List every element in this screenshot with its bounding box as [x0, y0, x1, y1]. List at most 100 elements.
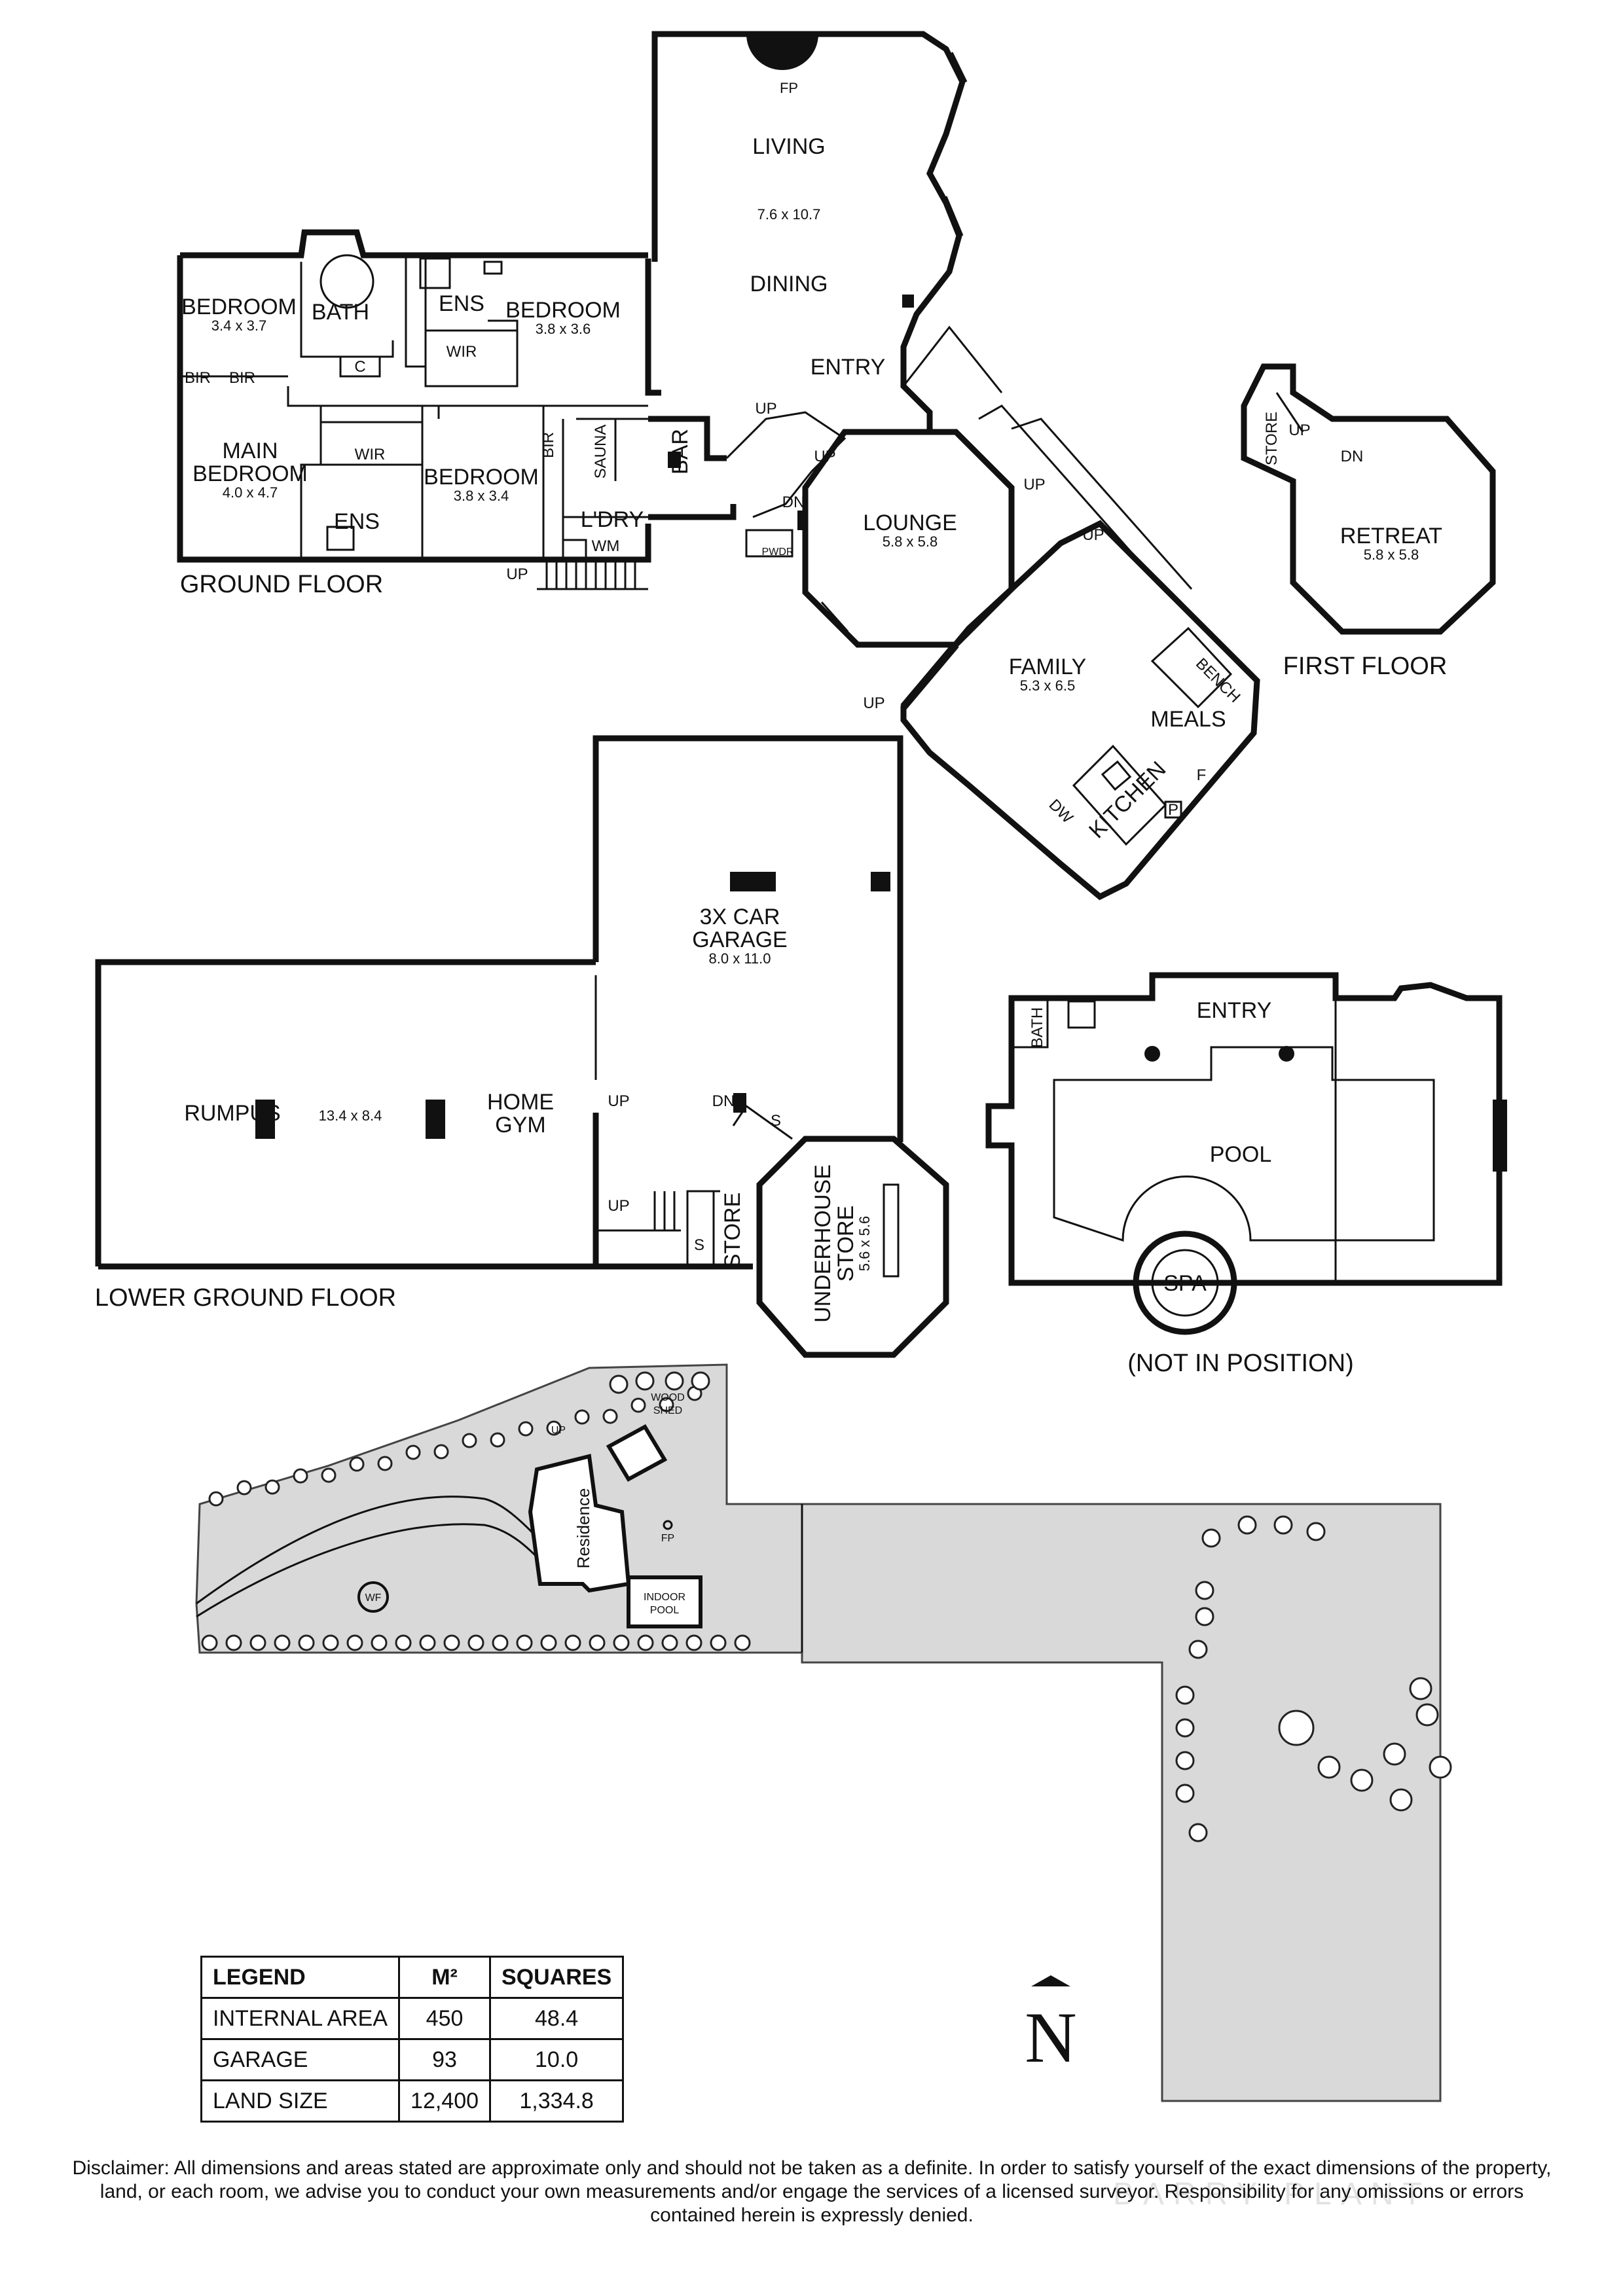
bedroom2-dim: 3.8 x 3.6 [536, 321, 591, 337]
tree-icon [609, 1374, 629, 1394]
tree-icon [546, 1420, 562, 1436]
lounge-dim: 5.8 x 5.8 [883, 533, 938, 550]
tree-icon [1195, 1607, 1214, 1626]
bedroom3-label: BEDROOM [424, 465, 539, 490]
tree-icon [1429, 1755, 1452, 1779]
legend-row-squares: 48.4 [489, 1997, 625, 2040]
living-label: LIVING [752, 134, 825, 159]
legend-row-squares: 10.0 [489, 2038, 625, 2081]
bir2-label: BIR [229, 369, 255, 387]
ground-floor-labels: FP LIVING 7.6 x 10.7 DINING ENTRY BEDROO… [180, 80, 1244, 843]
main-bedroom-label-a: MAIN [223, 439, 278, 463]
up-label-6: UP [863, 694, 884, 712]
tree-icon [1317, 1755, 1341, 1779]
brand-watermark: BARRY PLANT [1113, 2177, 1431, 2212]
legend-row-label: INTERNAL AREA [200, 1997, 401, 2040]
bir3-label: BIR [539, 432, 557, 458]
tree-icon [1175, 1751, 1195, 1770]
tree-icon [1175, 1685, 1195, 1705]
home-gym-label-b: GYM [495, 1113, 545, 1138]
site-up-label: UP [551, 1425, 566, 1436]
site-trees [201, 1371, 1452, 1842]
sauna-label: SAUNA [592, 425, 610, 479]
tree-icon [201, 1634, 218, 1651]
bedroom3-dim: 3.8 x 3.4 [454, 488, 509, 504]
dn-label-2: DN [1341, 448, 1364, 465]
tree-icon [274, 1634, 291, 1651]
lower-ground-floor-plan: RUMPUS 13.4 x 8.4 HOME GYM 3X CAR GARAGE… [95, 735, 949, 1358]
pool-label: POOL [1210, 1142, 1271, 1167]
site-plan: WOOD SHED UP Residence FP WF INDOOR POOL [195, 1363, 1452, 2102]
family-dim: 5.3 x 6.5 [1020, 677, 1075, 694]
dw-label: DW [1046, 796, 1077, 827]
s-label-2: S [771, 1112, 781, 1130]
s-label-1: S [694, 1236, 704, 1254]
tree-icon [264, 1479, 280, 1495]
tree-icon [574, 1409, 590, 1425]
pool-entry-label: ENTRY [1197, 998, 1272, 1023]
tree-icon [1201, 1528, 1221, 1548]
tree-icon [1383, 1742, 1406, 1766]
bedroom2-label: BEDROOM [505, 298, 621, 323]
tree-icon [419, 1634, 436, 1651]
tree-icon [691, 1371, 710, 1391]
dining-label: DINING [750, 272, 828, 296]
tree-icon [298, 1634, 315, 1651]
tree-icon [1175, 1718, 1195, 1738]
up-label-8: UP [608, 1092, 629, 1110]
up-label-7: UP [1288, 422, 1310, 439]
meals-label: MEALS [1150, 707, 1226, 732]
tree-icon [1237, 1515, 1257, 1535]
c-label: C [354, 358, 365, 376]
tree-icon [630, 1397, 646, 1413]
tree-icon [1415, 1703, 1439, 1727]
wood-shed-label-b: SHED [653, 1405, 682, 1416]
pool-plan: ENTRY BATH POOL SPA (NOT IN POSITION) [985, 972, 1507, 1377]
legend-row-m2: 12,400 [398, 2079, 492, 2123]
tree-icon [467, 1634, 484, 1651]
tree-icon [540, 1634, 557, 1651]
ens1-label: ENS [439, 291, 484, 316]
legend-header-row: LEGEND M² SQUARES [200, 1956, 625, 1999]
tree-icon [293, 1468, 308, 1484]
legend-row-m2: 450 [398, 1997, 492, 2040]
first-floor-title: FIRST FLOOR [1283, 653, 1448, 680]
store-label-1: STORE [1263, 412, 1281, 465]
tree-icon [518, 1421, 534, 1437]
legend-row-label: GARAGE [200, 2038, 401, 2081]
up-label-2: UP [755, 400, 776, 418]
rumpus-label: RUMPUS [184, 1101, 280, 1126]
tree-icon [1278, 1710, 1315, 1746]
fireplace [746, 34, 818, 70]
tree-icon [346, 1634, 363, 1651]
legend-header-m2: M² [398, 1956, 492, 1999]
dn-label-3: DN [712, 1092, 735, 1110]
tree-icon [613, 1634, 630, 1651]
ldry-label: L'DRY [581, 507, 644, 532]
rumpus-dim: 13.4 x 8.4 [319, 1107, 382, 1124]
tree-icon [1409, 1677, 1432, 1700]
legend-row: INTERNAL AREA 450 48.4 [200, 1997, 625, 2040]
retreat-dim: 5.8 x 5.8 [1364, 547, 1419, 563]
north-arrow-icon: N [1012, 1964, 1090, 2077]
legend-row: LAND SIZE 12,400 1,334.8 [200, 2079, 625, 2123]
tree-icon [1273, 1515, 1293, 1535]
tree-icon [1175, 1784, 1195, 1803]
wir1-label: WIR [447, 343, 477, 361]
wf-label: WF [365, 1592, 382, 1604]
lounge-label: LOUNGE [863, 511, 957, 535]
legend-row-squares: 1,334.8 [489, 2079, 625, 2123]
pool-note: (NOT IN POSITION) [1127, 1350, 1354, 1377]
up-label-1: UP [506, 565, 528, 583]
bir1-label: BIR [185, 369, 211, 387]
tree-icon [589, 1634, 606, 1651]
tree-icon [659, 1397, 674, 1412]
tree-icon [405, 1444, 421, 1460]
p-label: P [1168, 801, 1178, 819]
tree-icon [208, 1491, 224, 1507]
wir2-label: WIR [355, 446, 386, 463]
up-label-9: UP [608, 1197, 629, 1215]
garage-label-b: GARAGE [692, 927, 787, 952]
garage-dim: 8.0 x 11.0 [709, 950, 771, 967]
tree-icon [1350, 1768, 1374, 1792]
